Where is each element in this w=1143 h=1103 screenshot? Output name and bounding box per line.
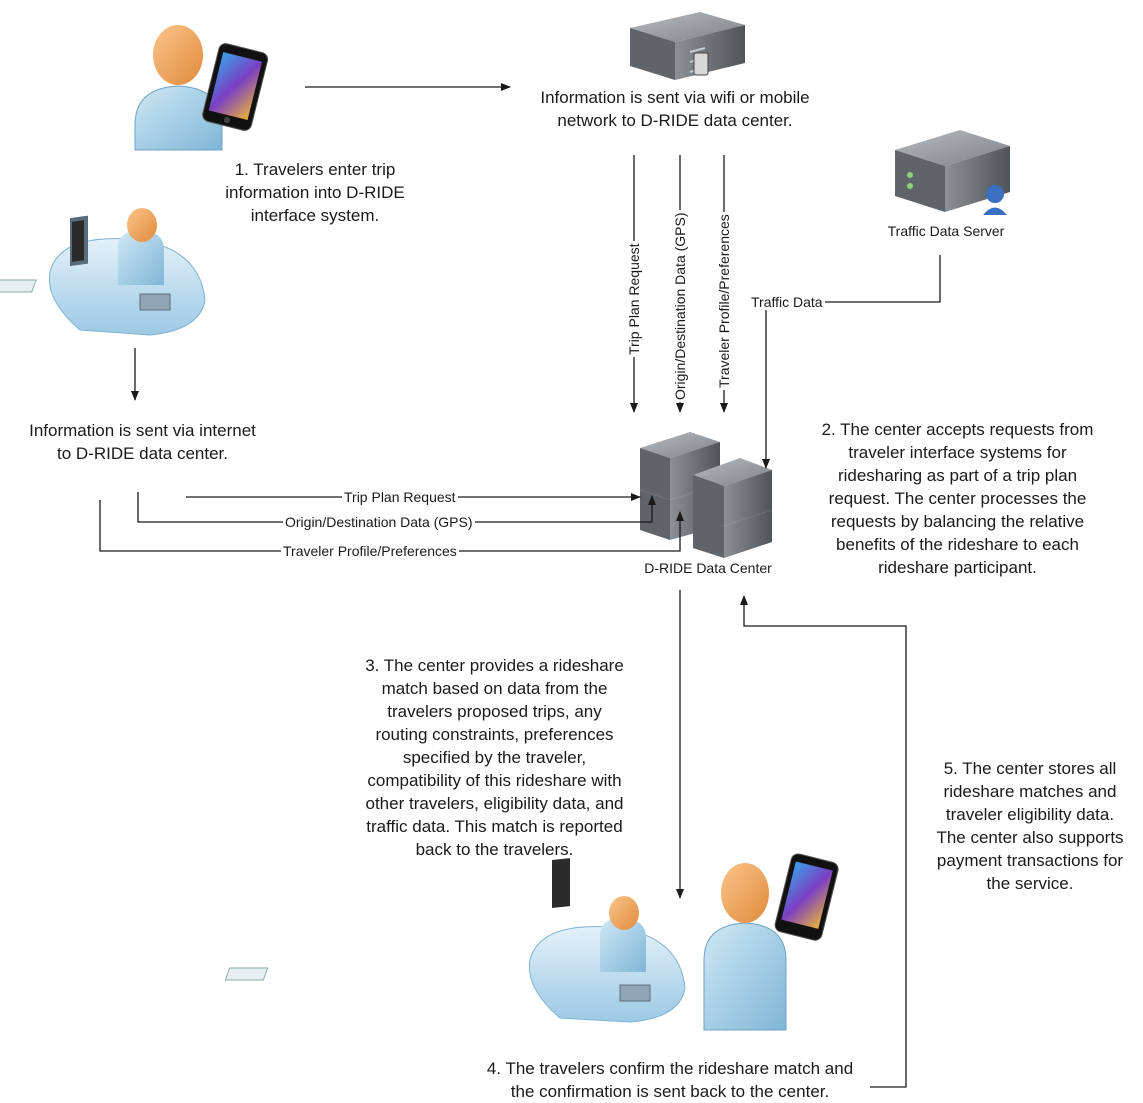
label-trip-plan-horizontal: Trip Plan Request — [342, 489, 458, 505]
traveler-mobile-icon — [134, 25, 269, 151]
step5-text: 5. The center stores all rideshare match… — [936, 759, 1124, 893]
step1-text: 1. Travelers enter trip information into… — [225, 160, 405, 225]
traffic-data-server-icon — [895, 130, 1010, 215]
step3-text: 3. The center provides a rideshare match… — [365, 656, 624, 859]
traffic-server-label: Traffic Data Server — [887, 223, 1005, 239]
arrow-confirmation-to-center — [740, 595, 907, 1088]
label-trip-plan-vertical: Trip Plan Request — [626, 241, 642, 357]
step4-text: 4. The travelers confirm the rideshare m… — [486, 1059, 854, 1101]
label-origin-vertical: Origin/Destination Data (GPS) — [672, 210, 688, 402]
wifi-text: Information is sent via wifi or mobile n… — [540, 88, 810, 130]
traveler-desktop-icon — [0, 208, 206, 336]
traveler-desktop-icon-bottom — [224, 858, 686, 1023]
step2-text: 2. The center accepts requests from trav… — [821, 420, 1094, 577]
flow-traffic-data — [762, 255, 941, 469]
traveler-mobile-icon-bottom — [703, 853, 839, 1031]
label-profile-vertical: Traveler Profile/Preferences — [716, 212, 732, 390]
label-origin-horizontal: Origin/Destination Data (GPS) — [283, 514, 475, 530]
label-profile-horizontal: Traveler Profile/Preferences — [281, 543, 459, 559]
data-center-cluster-icon — [640, 432, 772, 558]
label-traffic-data: Traffic Data — [749, 294, 825, 310]
internet-text: Information is sent via internet to D-RI… — [29, 421, 256, 463]
data-center-label: D-RIDE Data Center — [644, 560, 772, 576]
mobile-gateway-server-icon — [630, 12, 745, 80]
